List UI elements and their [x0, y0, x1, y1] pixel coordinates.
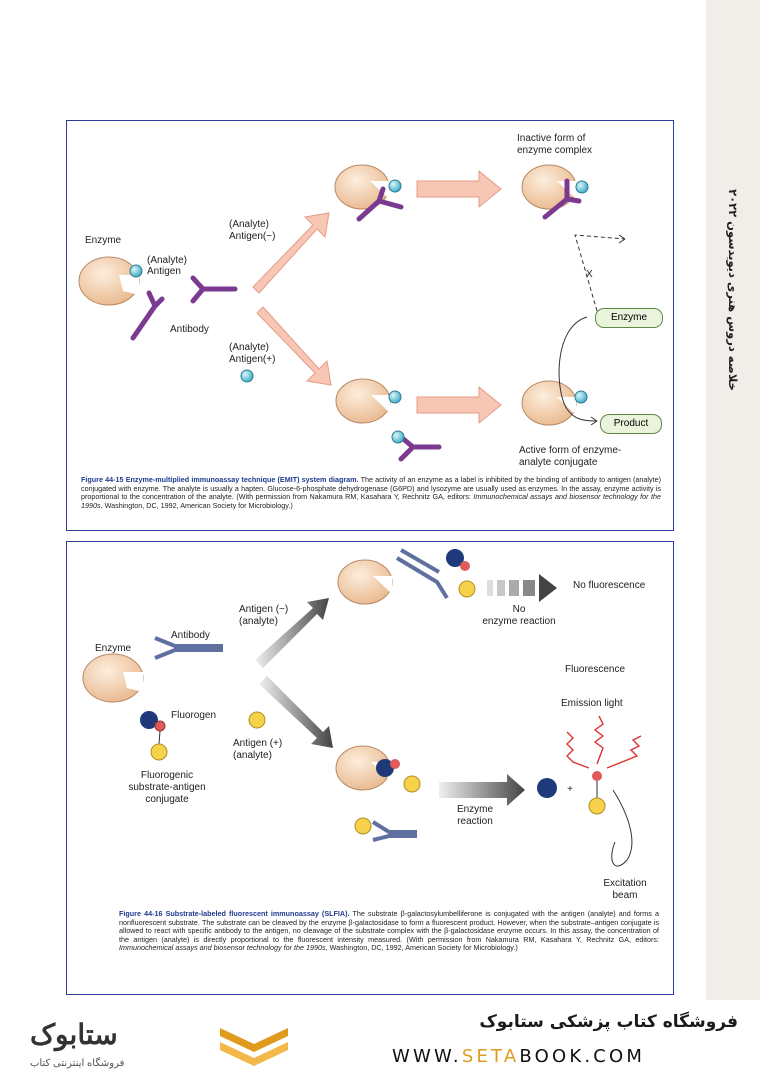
- antibody-shape-2: [154, 636, 223, 660]
- enzyme-top-2: [337, 559, 393, 605]
- url-suffix: BOOK.COM: [519, 1046, 646, 1067]
- arrow-enzyme-reaction: [439, 774, 525, 806]
- antibody-shape: [130, 290, 165, 341]
- label-enzyme-2: Enzyme: [95, 643, 132, 654]
- caption-44-16: Figure 44-16 Substrate-labeled fluoresce…: [119, 909, 659, 953]
- fluorogen-conjugate: [140, 711, 168, 761]
- arrow-up-2: [255, 598, 329, 668]
- arrow-down: [256, 306, 332, 386]
- antibody-bottom-2: [354, 817, 417, 842]
- label-analyte: (Analyte): [147, 255, 188, 266]
- label-excitation-2: beam: [612, 890, 638, 901]
- caption-number-2: Figure 44-16: [119, 909, 163, 918]
- label-fluorescence: Fluorescence: [565, 664, 626, 675]
- label-antigen-plus-2: Antigen (+): [233, 738, 283, 749]
- label-active-2: analyte conjugate: [519, 457, 598, 468]
- store-url[interactable]: WWW.SETABOOK.COM: [392, 1046, 645, 1067]
- url-prefix: WWW.: [392, 1046, 462, 1067]
- label-no: No: [512, 604, 526, 615]
- antibody-bottom: [398, 434, 442, 462]
- excitation-beam: [611, 789, 633, 867]
- label-no-fluorescence: No fluorescence: [573, 580, 646, 591]
- arrow-bottom-right: [416, 385, 502, 425]
- caption-number: Figure 44-15: [81, 475, 124, 484]
- enzyme-shape-2: [82, 653, 144, 703]
- slfia-diagram: [82, 548, 642, 867]
- antibody-top-2: [395, 548, 449, 600]
- caption-italic: Immunochemical assays and biosensor tech…: [81, 492, 662, 510]
- antigen-dot: [129, 264, 143, 278]
- label-analyte-minus-2: (analyte): [239, 616, 278, 627]
- enzyme-active: [521, 380, 577, 426]
- figure-44-15: Enzyme (Analyte) Antigen Antibody (Analy…: [66, 120, 674, 531]
- antibody-top-left: [356, 186, 404, 222]
- arrow-up: [252, 212, 330, 294]
- enzyme-pill: Enzyme: [595, 308, 663, 328]
- store-title: فروشگاه کتاب پزشکی ستابوک: [479, 1012, 738, 1032]
- caption-44-15: Figure 44-15 Enzyme-multiplied immunoass…: [81, 475, 662, 510]
- arrow-top-right: [416, 169, 502, 209]
- enzyme-bottom-left: [335, 378, 391, 424]
- label-inactive-1: Inactive form of: [517, 133, 586, 144]
- label-antigen: Antigen: [147, 266, 181, 277]
- label-antigen-minus-2: Antigen (−): [239, 604, 289, 615]
- caption-body: The activity of an enzyme as a label is …: [81, 475, 661, 502]
- enzyme-top-left: [334, 164, 390, 210]
- caption-title-2: Substrate-labeled fluorescent immunoassa…: [165, 909, 350, 918]
- label-enzyme-reaction-1: Enzyme: [456, 804, 494, 815]
- arrow-down-2: [259, 676, 333, 748]
- label-enzyme-reaction-no: enzyme reaction: [482, 616, 556, 627]
- label-analyte-plus-2: (analyte): [233, 750, 272, 761]
- footer-banner: [0, 1000, 760, 1080]
- label-x: X: [586, 269, 593, 280]
- product-fluorogen: [537, 778, 557, 798]
- logo-subtitle: فروشگاه اینترنتی کتاب: [30, 1058, 125, 1069]
- label-antigen-plus: Antigen(+): [229, 354, 276, 365]
- right-margin-strip: [706, 0, 760, 1000]
- label-active-1: Active form of enzyme-: [519, 445, 622, 456]
- product-pill: Product: [600, 414, 662, 434]
- antibody-free: [190, 275, 238, 304]
- fade-arrow: [487, 574, 557, 602]
- caption-tail: Washington, DC, 1992, American Society f…: [104, 500, 293, 510]
- label-fluorogen: Fluorogen: [171, 710, 217, 721]
- label-analyte-plus: (Analyte): [229, 342, 270, 353]
- label-antibody-2: Antibody: [171, 630, 210, 641]
- label-inactive-2: enzyme complex: [517, 145, 593, 156]
- label-conj-3: conjugate: [145, 794, 189, 805]
- label-analyte-minus: (Analyte): [229, 219, 270, 230]
- free-antigen-2: [248, 711, 266, 729]
- side-note: خلاصه دروس هنری دیویدسون ۲۰۲۲: [726, 189, 740, 391]
- label-excitation-1: Excitation: [603, 878, 647, 889]
- dashed-path: [574, 234, 626, 312]
- label-plus: +: [567, 784, 573, 795]
- caption-body-2: The substrate β-galactosylumbelliferone …: [119, 909, 659, 944]
- label-enzyme: Enzyme: [85, 235, 122, 246]
- emit-diagram: [78, 164, 626, 462]
- figure-44-16: Enzyme Antibody Fluorogen Fluorogenic su…: [66, 541, 674, 995]
- reaction-curve: [558, 316, 598, 422]
- caption-title: Enzyme-multiplied immunoassay technique …: [125, 475, 359, 484]
- free-antigen: [240, 369, 254, 383]
- label-conj-2: substrate-antigen: [128, 782, 206, 793]
- label-antigen-minus: Antigen(−): [229, 231, 276, 242]
- caption-italic-2: Immunochemical assays and biosensor tech…: [119, 943, 328, 953]
- fluor-center: [592, 771, 602, 781]
- emission-waves: [566, 715, 642, 769]
- label-conj-1: Fluorogenic: [140, 770, 194, 781]
- label-antibody: Antibody: [170, 324, 209, 335]
- label-emission: Emission light: [561, 698, 623, 709]
- setabook-logo-icon: [220, 1028, 288, 1066]
- enzyme-shape: [78, 256, 140, 306]
- logo-wordmark: ستابوک: [30, 1019, 118, 1050]
- label-enzyme-reaction-2: reaction: [457, 816, 493, 827]
- url-highlight: SETA: [461, 1046, 520, 1067]
- antibody-inactive: [542, 178, 582, 220]
- caption-tail-2: Washington, DC, 1992, American Society f…: [329, 943, 518, 953]
